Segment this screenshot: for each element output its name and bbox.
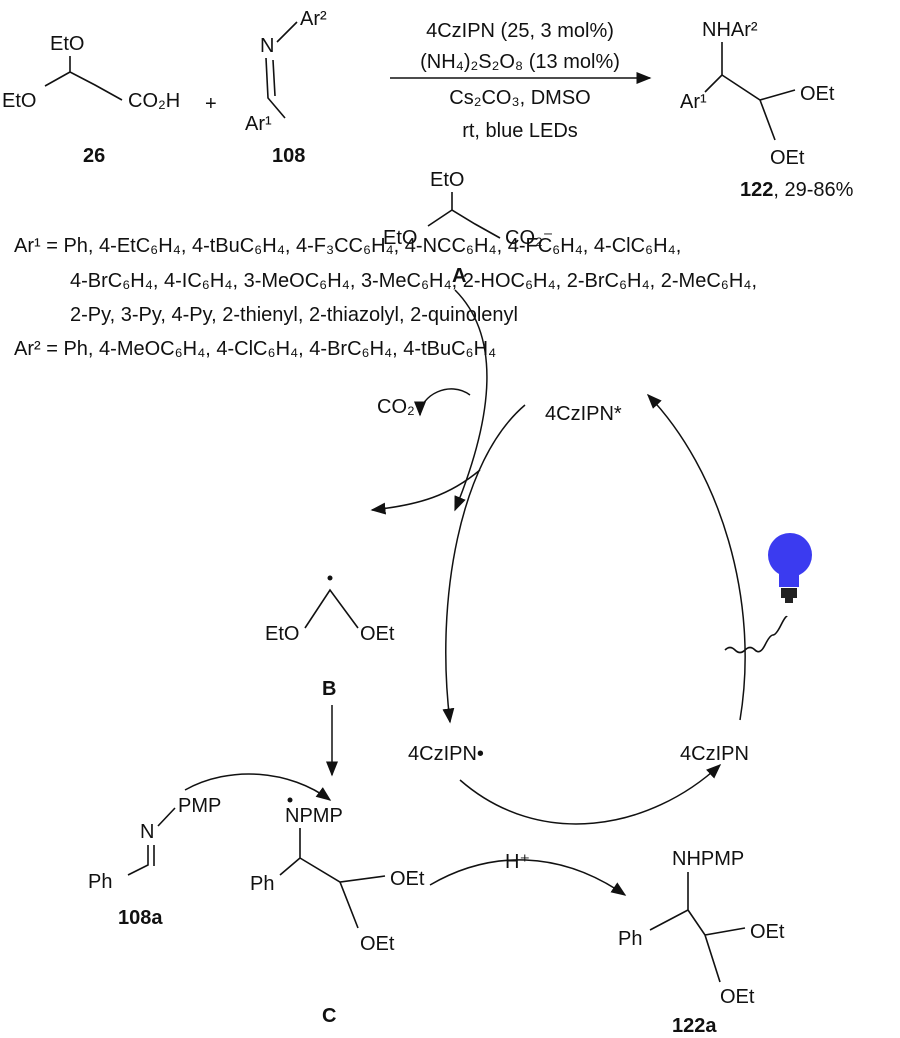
addition-arrow <box>184 773 332 801</box>
text: OEt <box>720 986 755 1008</box>
co2-text: CO₂ <box>377 396 415 418</box>
intermediate-B: EtO OEt B <box>265 575 395 700</box>
bond <box>44 56 123 101</box>
label-108a: 108a <box>118 907 163 929</box>
quench-arrow <box>442 404 526 724</box>
text: Ph <box>618 928 642 950</box>
proton-text: H⁺ <box>505 851 530 873</box>
radical-formation-arrow <box>370 469 481 515</box>
co2-release-arrow <box>414 388 471 417</box>
bond <box>279 828 386 929</box>
catalyst-radical: 4CzIPN• <box>408 743 484 765</box>
bond <box>704 42 796 141</box>
text: EtO <box>50 33 84 55</box>
bond <box>127 807 176 876</box>
compound-26: EtO EtO CO₂H 26 <box>2 33 180 167</box>
bond <box>304 588 359 629</box>
condition: rt, blue LEDs <box>462 120 578 142</box>
text: EtO <box>430 169 464 191</box>
compound-108: N Ar² Ar¹ 108 <box>245 8 327 167</box>
text: EtO <box>383 227 417 249</box>
text: N <box>140 821 154 843</box>
text: NHAr² <box>702 19 758 41</box>
text: Ph <box>88 871 112 893</box>
text: CO₂H <box>128 90 180 112</box>
label-C: C <box>322 1005 336 1027</box>
radical-dot <box>287 797 293 803</box>
text: EtO <box>2 90 36 112</box>
text: OEt <box>800 83 835 105</box>
label-26: 26 <box>83 145 105 167</box>
intermediate-C: NPMP Ph OEt OEt C <box>250 797 425 1027</box>
scope-line: 4-BrC₆H₄, 4-IC₆H₄, 3-MeOC₆H₄, 3-MeC₆H₄, … <box>70 270 757 292</box>
text: N <box>260 35 274 57</box>
condition: (NH₄)₂S₂O₈ (13 mol%) <box>420 51 620 73</box>
text: OEt <box>360 933 395 955</box>
text: NHPMP <box>672 848 744 870</box>
label-B: B <box>322 678 336 700</box>
text: Ar¹ <box>680 91 707 113</box>
text: OEt <box>770 147 805 169</box>
intermediate-A: EtO EtO CO₂⁻ A <box>383 169 553 287</box>
conditions: 4CzIPN (25, 3 mol%) (NH₄)₂S₂O₈ (13 mol%)… <box>420 20 620 142</box>
excitation-arrow <box>646 393 746 721</box>
text: NPMP <box>285 805 343 827</box>
light-bulb-icon <box>724 533 812 654</box>
catalyst-ground: 4CzIPN <box>680 743 749 765</box>
scope-line: 2-Py, 3-Py, 4-Py, 2-thienyl, 2-thiazolyl… <box>70 304 518 326</box>
product-122: NHAr² Ar¹ OEt OEt 122, 29-86% <box>680 19 854 201</box>
radical-dot <box>327 575 333 581</box>
text: OEt <box>360 623 395 645</box>
label-108: 108 <box>272 145 305 167</box>
bond <box>649 872 746 983</box>
text: Ar¹ <box>245 113 272 135</box>
condition: 4CzIPN (25, 3 mol%) <box>426 20 614 42</box>
catalyst-excited: 4CzIPN* <box>545 403 622 425</box>
text: PMP <box>178 795 221 817</box>
text: OEt <box>750 921 785 943</box>
label-122: 122, 29-86% <box>740 179 854 201</box>
scope-line: Ar² = Ph, 4-MeOC₆H₄, 4-ClC₆H₄, 4-BrC₆H₄,… <box>14 338 496 360</box>
text: Ph <box>250 873 274 895</box>
label-A: A <box>452 265 466 287</box>
regeneration-arrow <box>459 763 722 825</box>
condition: Cs₂CO₃, DMSO <box>449 87 590 109</box>
substrate-scope: Ar¹ = Ph, 4-EtC₆H₄, 4-tBuC₆H₄, 4-F₃CC₆H₄… <box>14 235 757 360</box>
imine-108a: N PMP Ph 108a <box>88 795 221 929</box>
bond <box>427 192 501 239</box>
decarboxylation-arrow <box>454 289 488 512</box>
text: OEt <box>390 868 425 890</box>
label-122a: 122a <box>672 1015 717 1037</box>
text: Ar² <box>300 8 327 30</box>
product-122a: NHPMP Ph OEt OEt 122a <box>618 848 785 1037</box>
bond <box>265 21 298 119</box>
text: CO₂⁻ <box>505 227 553 249</box>
scope-line: Ar¹ = Ph, 4-EtC₆H₄, 4-tBuC₆H₄, 4-F₃CC₆H₄… <box>14 235 681 257</box>
plus-sign: + <box>205 93 217 115</box>
protonation-arrow <box>429 859 627 896</box>
text: EtO <box>265 623 299 645</box>
